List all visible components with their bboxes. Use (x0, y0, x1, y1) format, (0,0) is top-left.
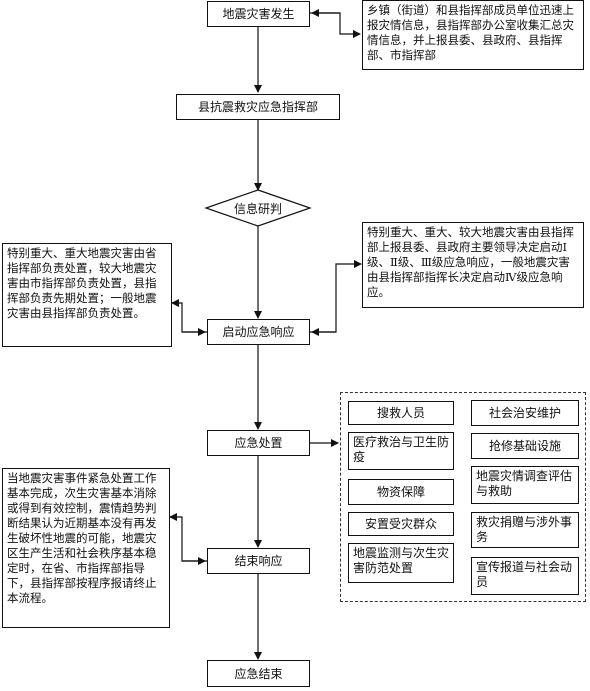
note-termination: 当地震灾害事件紧急处置工作基本完成，次生灾害基本消除或得到有效控制，震情趋势判断… (2, 468, 170, 628)
flow-step-county-command-label: 县抗震救灾应急指挥部 (197, 100, 318, 114)
task-group (340, 392, 586, 602)
task-search-rescue-label: 搜救人员 (376, 405, 425, 420)
task-resettlement-label: 安置受灾群众 (364, 516, 437, 531)
task-supplies-label: 物资保障 (376, 484, 425, 499)
note-activation-levels: 特别重大、重大、较大地震灾害由县指挥部上报县委、县政府主要领导决定启动Ⅰ级、Ⅱ级… (362, 222, 584, 308)
task-publicity: 宣传报道与社会动员 (471, 557, 579, 595)
task-medical: 医疗救治与卫生防疫 (348, 432, 454, 470)
flow-step-emergency-end: 应急结束 (207, 660, 310, 687)
task-supplies: 物资保障 (348, 479, 454, 505)
task-damage-assessment-label: 地震灾情调查评估与救助 (476, 469, 573, 498)
decision-label: 信息研判 (206, 190, 310, 226)
flow-step-earthquake-occurs-label: 地震灾害发生 (222, 7, 295, 21)
note-responsibility-text: 特别重大、重大地震灾害由省指挥部负责处置，较大地震灾害由市指挥部负责处置，县指挥… (7, 246, 157, 320)
note-report-info: 乡镇（街道）和县指挥部成员单位迅速上报灾情信息，县指挥部办公室收集汇总灾情信息，… (362, 0, 584, 70)
flow-step-emergency-handling: 应急处置 (207, 430, 310, 456)
decision-label-text: 信息研判 (233, 201, 282, 216)
flow-step-emergency-handling-label: 应急处置 (234, 436, 283, 450)
note-report-info-text: 乡镇（街道）和县指挥部成员单位迅速上报灾情信息，县指挥部办公室收集汇总灾情信息，… (367, 3, 574, 62)
task-public-security: 社会治安维护 (471, 400, 579, 426)
task-monitoring: 地震监测与次生灾害防范处置 (348, 543, 454, 583)
flow-step-end-response-label: 结束响应 (234, 554, 283, 568)
task-resettlement: 安置受灾群众 (348, 512, 454, 536)
decision-diamond (204, 189, 312, 227)
task-public-security-label: 社会治安维护 (488, 405, 561, 420)
flow-step-earthquake-occurs: 地震灾害发生 (207, 1, 310, 27)
task-damage-assessment: 地震灾情调查评估与救助 (471, 466, 579, 504)
flow-step-start-response: 启动应急响应 (207, 319, 310, 345)
task-search-rescue: 搜救人员 (348, 401, 454, 425)
flow-step-emergency-end-label: 应急结束 (234, 666, 283, 681)
flow-step-county-command: 县抗震救灾应急指挥部 (176, 94, 340, 120)
flow-step-end-response: 结束响应 (207, 548, 310, 574)
note-responsibility: 特别重大、重大地震灾害由省指挥部负责处置，较大地震灾害由市指挥部负责处置，县指挥… (2, 243, 172, 347)
task-donations-label: 救灾捐赠与涉外事务 (476, 515, 573, 544)
note-activation-levels-text: 特别重大、重大、较大地震灾害由县指挥部上报县委、县政府主要领导决定启动Ⅰ级、Ⅱ级… (367, 225, 574, 299)
task-monitoring-label: 地震监测与次生灾害防范处置 (353, 546, 450, 575)
task-medical-label: 医疗救治与卫生防疫 (353, 435, 450, 464)
flow-step-start-response-label: 启动应急响应 (222, 325, 295, 339)
task-infrastructure: 抢修基础设施 (471, 433, 579, 459)
task-infrastructure-label: 抢修基础设施 (488, 438, 561, 453)
note-termination-text: 当地震灾害事件紧急处置工作基本完成，次生灾害基本消除或得到有效控制，震情趋势判断… (7, 471, 157, 605)
task-publicity-label: 宣传报道与社会动员 (476, 560, 573, 589)
task-donations: 救灾捐赠与涉外事务 (471, 512, 579, 548)
